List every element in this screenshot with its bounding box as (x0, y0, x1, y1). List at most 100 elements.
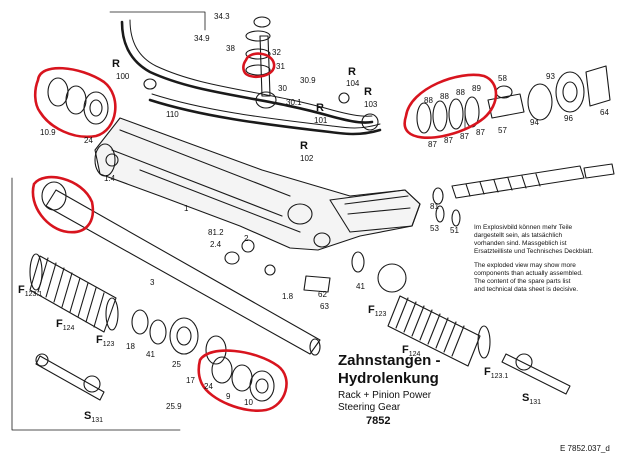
label-1: 1 (184, 204, 189, 213)
seal-right-3-inner (255, 378, 269, 394)
fitting-103 (361, 113, 379, 131)
label-9: 9 (226, 392, 231, 401)
label-f-123-left: F123 (96, 334, 115, 349)
label-103: 103 (364, 100, 378, 109)
bearing-25 (169, 317, 199, 355)
highlight-seals-upper-left (33, 66, 117, 139)
figure-reference: E 7852.037_d (560, 444, 610, 453)
label-64: 64 (600, 108, 609, 117)
label-30-9: 30.9 (300, 76, 316, 85)
label-102: 102 (300, 154, 314, 163)
seal-right-1 (211, 356, 233, 384)
ring-41-mid (351, 251, 365, 273)
label-2-4: 2.4 (210, 240, 222, 249)
housing-rib-1 (119, 129, 291, 197)
seal-right-2 (231, 364, 253, 392)
bellows-right (387, 295, 481, 367)
tie-rod-left (35, 355, 105, 401)
seal-right-3 (249, 370, 275, 402)
label-101: 101 (314, 116, 328, 125)
bearing-96-inner (562, 81, 578, 103)
label-87-4: 87 (476, 128, 485, 137)
rack-bar (45, 189, 321, 355)
label-96: 96 (564, 114, 573, 123)
label-s-131-right: S131 (522, 392, 542, 407)
bearing-96 (555, 71, 585, 113)
label-51: 51 (450, 226, 459, 235)
label-2: 2 (244, 234, 249, 243)
label-18: 18 (126, 342, 135, 351)
label-58: 58 (498, 74, 507, 83)
label-3: 3 (150, 278, 155, 287)
label-87-2: 87 (444, 136, 453, 145)
seal-left-1 (47, 77, 69, 107)
label-25: 25 (172, 360, 181, 369)
label-32: 32 (272, 48, 281, 57)
pipe-lower-inner (151, 93, 381, 129)
label-s-131-left: S131 (84, 410, 104, 425)
fitting-110 (143, 78, 157, 90)
tie-rod-left-nut (35, 353, 49, 367)
label-10: 10 (244, 398, 253, 407)
label-30: 30 (278, 84, 287, 93)
label-100: 100 (116, 72, 130, 81)
tie-rod-right-nut (515, 353, 533, 371)
pinion-spiral (465, 173, 541, 197)
label-25-9: 25.9 (166, 402, 182, 411)
fitting-30 (255, 91, 277, 109)
plate-63 (303, 275, 331, 293)
pipe-upper (120, 20, 374, 124)
label-38: 38 (226, 44, 235, 53)
seal-left-3-inner (89, 99, 103, 117)
label-87-1: 87 (428, 140, 437, 149)
cap-34-3 (253, 16, 271, 28)
bellows-right-folds (395, 297, 465, 357)
part-1-8 (264, 264, 276, 276)
ring-31 (245, 64, 271, 76)
label-94: 94 (530, 118, 539, 127)
label-41-mid: 41 (356, 282, 365, 291)
label-17: 17 (186, 376, 195, 385)
housing-rib-3 (139, 169, 301, 233)
label-104: 104 (346, 79, 360, 88)
pinion-spline (583, 163, 615, 179)
clamp-left-1 (29, 253, 43, 291)
seal-81 (432, 187, 444, 205)
rack-bar-end (309, 338, 321, 356)
cap-64 (585, 65, 611, 107)
highlight-seals-lower (197, 349, 288, 412)
label-f-124-left: F124 (56, 318, 75, 333)
diagram-subtitle: Rack + Pinion Power Steering Gear (338, 390, 432, 413)
pinion-shaft (451, 165, 585, 199)
seal-left-3 (83, 91, 109, 125)
label-93: 93 (546, 72, 555, 81)
ring-18 (131, 309, 149, 335)
seal-left-2 (65, 85, 87, 115)
label-57: 57 (498, 126, 507, 135)
label-88-2: 88 (440, 92, 449, 101)
housing-port-1 (287, 203, 313, 225)
ring-94 (527, 83, 553, 121)
ring-53 (435, 205, 445, 223)
frame-line-left (11, 177, 181, 431)
label-31: 31 (276, 62, 285, 71)
label-r-101: R (316, 102, 324, 114)
clamp-left-2 (105, 297, 119, 331)
label-30-1: 30.1 (286, 98, 302, 107)
tie-rod-right (501, 353, 571, 395)
valve-body (329, 189, 421, 233)
label-r-100: R (112, 58, 120, 70)
ring-41 (149, 319, 167, 345)
label-87-3: 87 (460, 132, 469, 141)
tie-rod-left-ball (83, 375, 101, 393)
valve-body-detail (344, 195, 411, 215)
label-r-104: R (348, 66, 356, 78)
note-english: The exploded view may show more componen… (474, 262, 583, 293)
label-88-3: 88 (456, 88, 465, 97)
bearing-25-inner (176, 326, 192, 346)
clamp-right-1 (377, 263, 407, 293)
label-53: 53 (430, 224, 439, 233)
ring-51 (451, 209, 461, 227)
label-41-low: 41 (146, 350, 155, 359)
